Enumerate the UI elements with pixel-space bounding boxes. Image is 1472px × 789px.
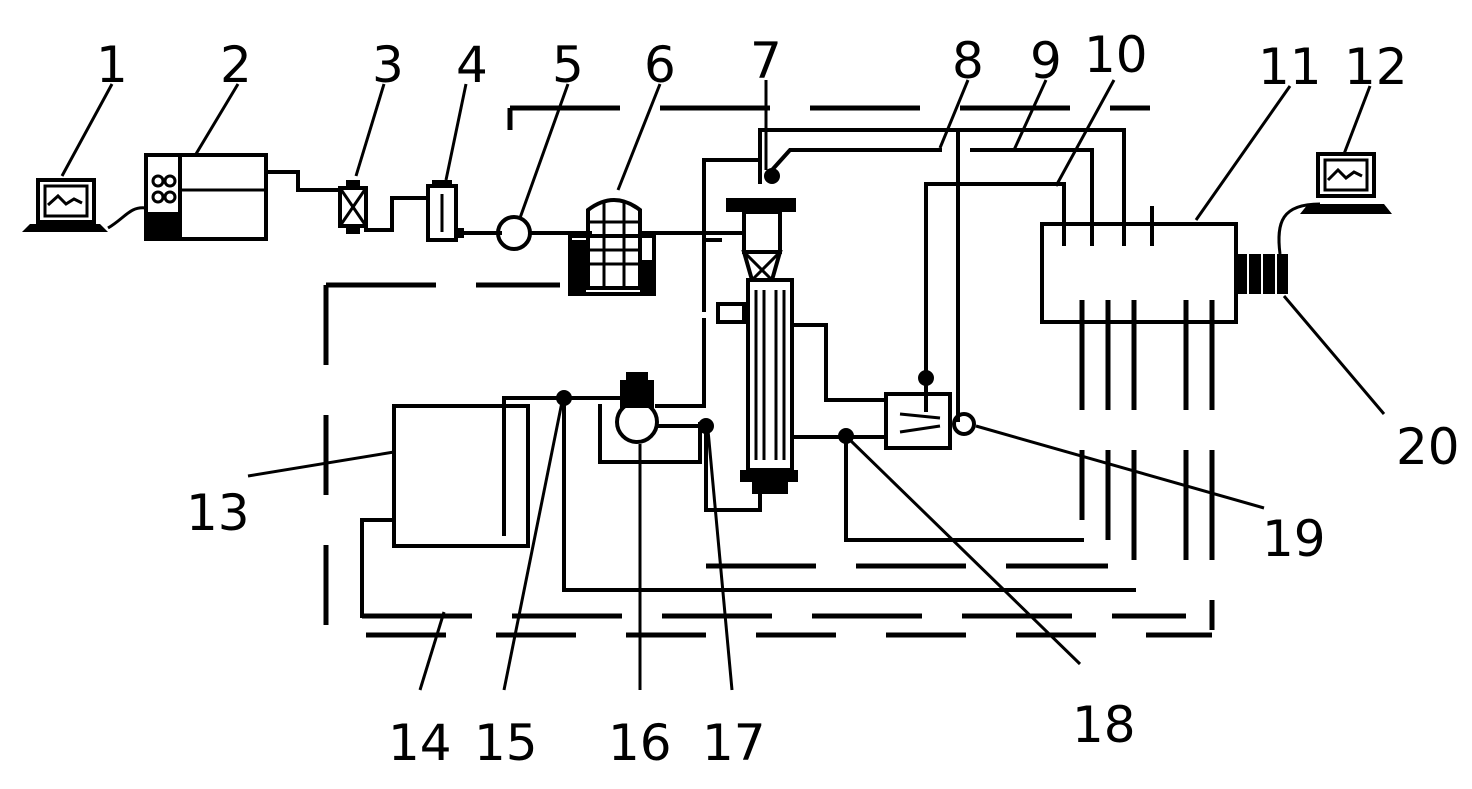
label-2: 2 [220, 36, 252, 94]
label-17: 17 [702, 714, 766, 772]
label-18: 18 [1072, 696, 1136, 754]
label-3: 3 [372, 36, 404, 94]
label-14: 14 [388, 714, 452, 772]
label-13: 13 [186, 484, 250, 542]
label-6: 6 [644, 36, 676, 94]
computer-1 [22, 178, 108, 232]
filter-3 [338, 180, 368, 234]
label-4: 4 [456, 36, 488, 94]
label-layer: 1 2 3 4 5 6 7 8 9 10 11 12 13 14 15 16 1… [96, 26, 1460, 772]
cooler-19 [884, 370, 976, 450]
valve-5 [496, 215, 532, 251]
label-15: 15 [474, 714, 538, 772]
label-10: 10 [1084, 26, 1148, 84]
reactor-column-7 [716, 168, 798, 494]
label-20: 20 [1396, 418, 1460, 476]
label-11: 11 [1258, 38, 1322, 96]
control-box-11 [1040, 206, 1238, 324]
pump-controller-2 [144, 153, 268, 241]
label-5: 5 [552, 36, 584, 94]
label-9: 9 [1030, 32, 1062, 90]
label-8: 8 [952, 32, 984, 90]
computer-12 [1300, 152, 1392, 214]
tank-13 [392, 404, 530, 548]
connector-20 [1236, 254, 1288, 294]
label-19: 19 [1262, 510, 1326, 568]
label-12: 12 [1344, 38, 1408, 96]
flow-meter-4 [426, 180, 464, 242]
pump-16 [615, 372, 659, 444]
label-7: 7 [750, 32, 782, 90]
preheater-vessel-6 [568, 198, 656, 296]
label-16: 16 [608, 714, 672, 772]
label-1: 1 [96, 36, 128, 94]
